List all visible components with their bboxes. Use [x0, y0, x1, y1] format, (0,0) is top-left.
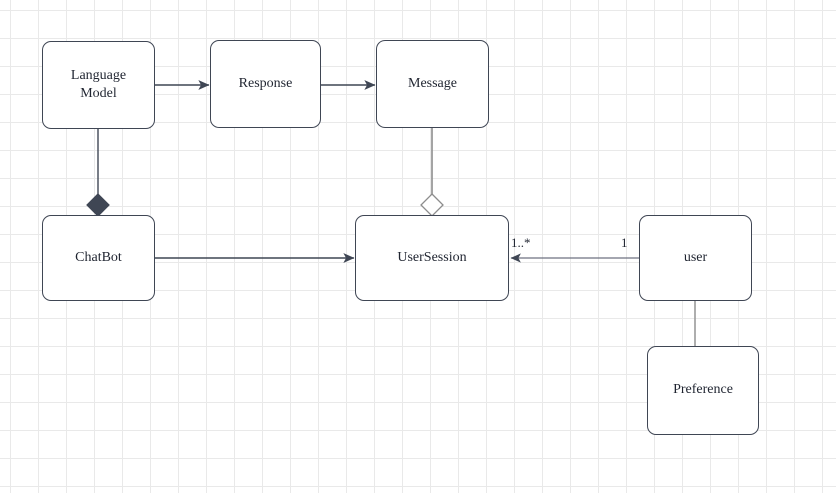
node-chatbot-label: ChatBot: [75, 249, 122, 265]
edge-language-model-chatbot: [86, 129, 110, 217]
filled-diamond-icon: [86, 193, 110, 217]
node-user-label: user: [683, 249, 708, 265]
hollow-diamond-icon: [420, 193, 444, 217]
multiplicity-label-usersession: 1..*: [511, 235, 531, 250]
node-chatbot[interactable]: ChatBot: [42, 215, 155, 301]
multiplicity-label-user: 1: [621, 235, 628, 250]
node-response-label: Response: [238, 75, 293, 91]
node-response[interactable]: Response: [210, 40, 321, 128]
node-message[interactable]: Message: [376, 40, 489, 128]
node-usersession-label: UserSession: [397, 249, 467, 265]
node-preference-label: Preference: [673, 382, 733, 398]
node-language-model-label: Language Model: [70, 67, 127, 101]
node-message-label: Message: [408, 75, 457, 91]
node-usersession[interactable]: UserSession: [355, 215, 509, 301]
edge-message-usersession: [420, 128, 444, 217]
node-preference[interactable]: Preference: [647, 346, 759, 435]
node-user[interactable]: user: [639, 215, 752, 301]
node-language-model[interactable]: Language Model: [42, 41, 155, 129]
